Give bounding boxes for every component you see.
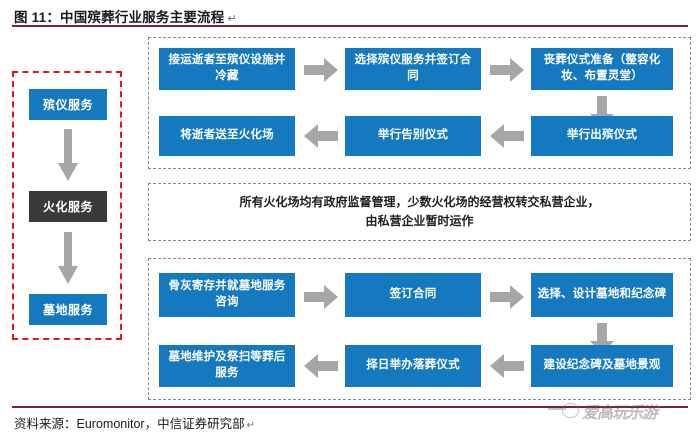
stage-cemetery-service[interactable]: 墓地服务 (29, 294, 107, 325)
cemetery-arrow-left-2-icon (490, 354, 524, 378)
figure-title-text: 图 11：中国殡葬行业服务主要流程 (14, 10, 225, 25)
funeral-step-5[interactable]: 举行告别仪式 (345, 116, 481, 156)
footer-divider (12, 406, 688, 408)
watermark-line-icon (548, 408, 566, 410)
header-divider (12, 25, 688, 27)
paragraph-mark-icon-2: ↵ (246, 420, 255, 431)
cemetery-step-2[interactable]: 签订合同 (345, 273, 481, 317)
cemetery-arrow-right-2-icon (490, 285, 524, 309)
watermark-text: 爱高玩乐游 (582, 405, 658, 422)
watermark-badge-icon (562, 403, 579, 418)
funeral-flow-panel: 接运逝者至殡仪设施并冷藏 选择殡仪服务并签订合同 丧葬仪式准备（整容化妆、布置灵… (148, 37, 691, 169)
cremation-note-panel: 所有火化场均有政府监督管理，少数火化场的经营权转交私营企业， 由私营企业暂时运作 (148, 183, 691, 241)
cemetery-step-4[interactable]: 建设纪念碑及墓地景观 (531, 345, 673, 387)
service-stages-group: 殡仪服务 火化服务 墓地服务 (12, 71, 122, 340)
funeral-arrow-left-2-icon (490, 124, 524, 148)
cemetery-arrow-right-1-icon (304, 285, 338, 309)
cemetery-step-6[interactable]: 墓地维护及祭扫等葬后服务 (159, 345, 295, 387)
funeral-arrow-right-1-icon (304, 58, 338, 82)
funeral-arrow-left-1-icon (304, 124, 338, 148)
funeral-step-2[interactable]: 选择殡仪服务并签订合同 (345, 48, 481, 90)
watermark: 爱高玩乐游 (548, 398, 696, 426)
stage-cremation-service[interactable]: 火化服务 (29, 191, 107, 222)
cremation-note-text: 所有火化场均有政府监督管理，少数火化场的经营权转交私营企业， 由私营企业暂时运作 (149, 184, 690, 240)
cremation-note-line-1: 所有火化场均有政府监督管理，少数火化场的经营权转交私营企业， (239, 195, 600, 210)
stage-connector-down-arrow-icon-2 (58, 232, 78, 286)
cemetery-step-1[interactable]: 骨灰寄存并就墓地服务咨询 (159, 273, 295, 317)
stage-funeral-service[interactable]: 殡仪服务 (29, 89, 107, 120)
cemetery-step-5[interactable]: 择日举办落葬仪式 (345, 345, 481, 387)
funeral-step-6[interactable]: 将逝者送至火化场 (159, 116, 295, 156)
cemetery-arrow-left-1-icon (304, 354, 338, 378)
cemetery-flow-panel: 骨灰寄存并就墓地服务咨询 签订合同 选择、设计墓地和纪念碑 墓地维护及祭扫等葬后… (148, 258, 691, 400)
source-note: 资料来源：Euromonitor，中信证券研究部↵ (14, 413, 255, 432)
page-title: 图 11：中国殡葬行业服务主要流程↵ (14, 6, 237, 26)
funeral-step-3[interactable]: 丧葬仪式准备（整容化妆、布置灵堂） (531, 48, 673, 90)
stage-connector-down-arrow-icon (58, 129, 78, 183)
cremation-note-line-2: 由私营企业暂时运作 (365, 214, 474, 228)
cemetery-step-3[interactable]: 选择、设计墓地和纪念碑 (531, 273, 673, 317)
source-text: 资料来源：Euromonitor，中信证券研究部 (14, 417, 245, 431)
funeral-arrow-right-2-icon (490, 58, 524, 82)
paragraph-mark-icon: ↵ (227, 13, 237, 25)
funeral-step-1[interactable]: 接运逝者至殡仪设施并冷藏 (159, 48, 295, 90)
funeral-step-4[interactable]: 举行出殡仪式 (531, 116, 673, 156)
